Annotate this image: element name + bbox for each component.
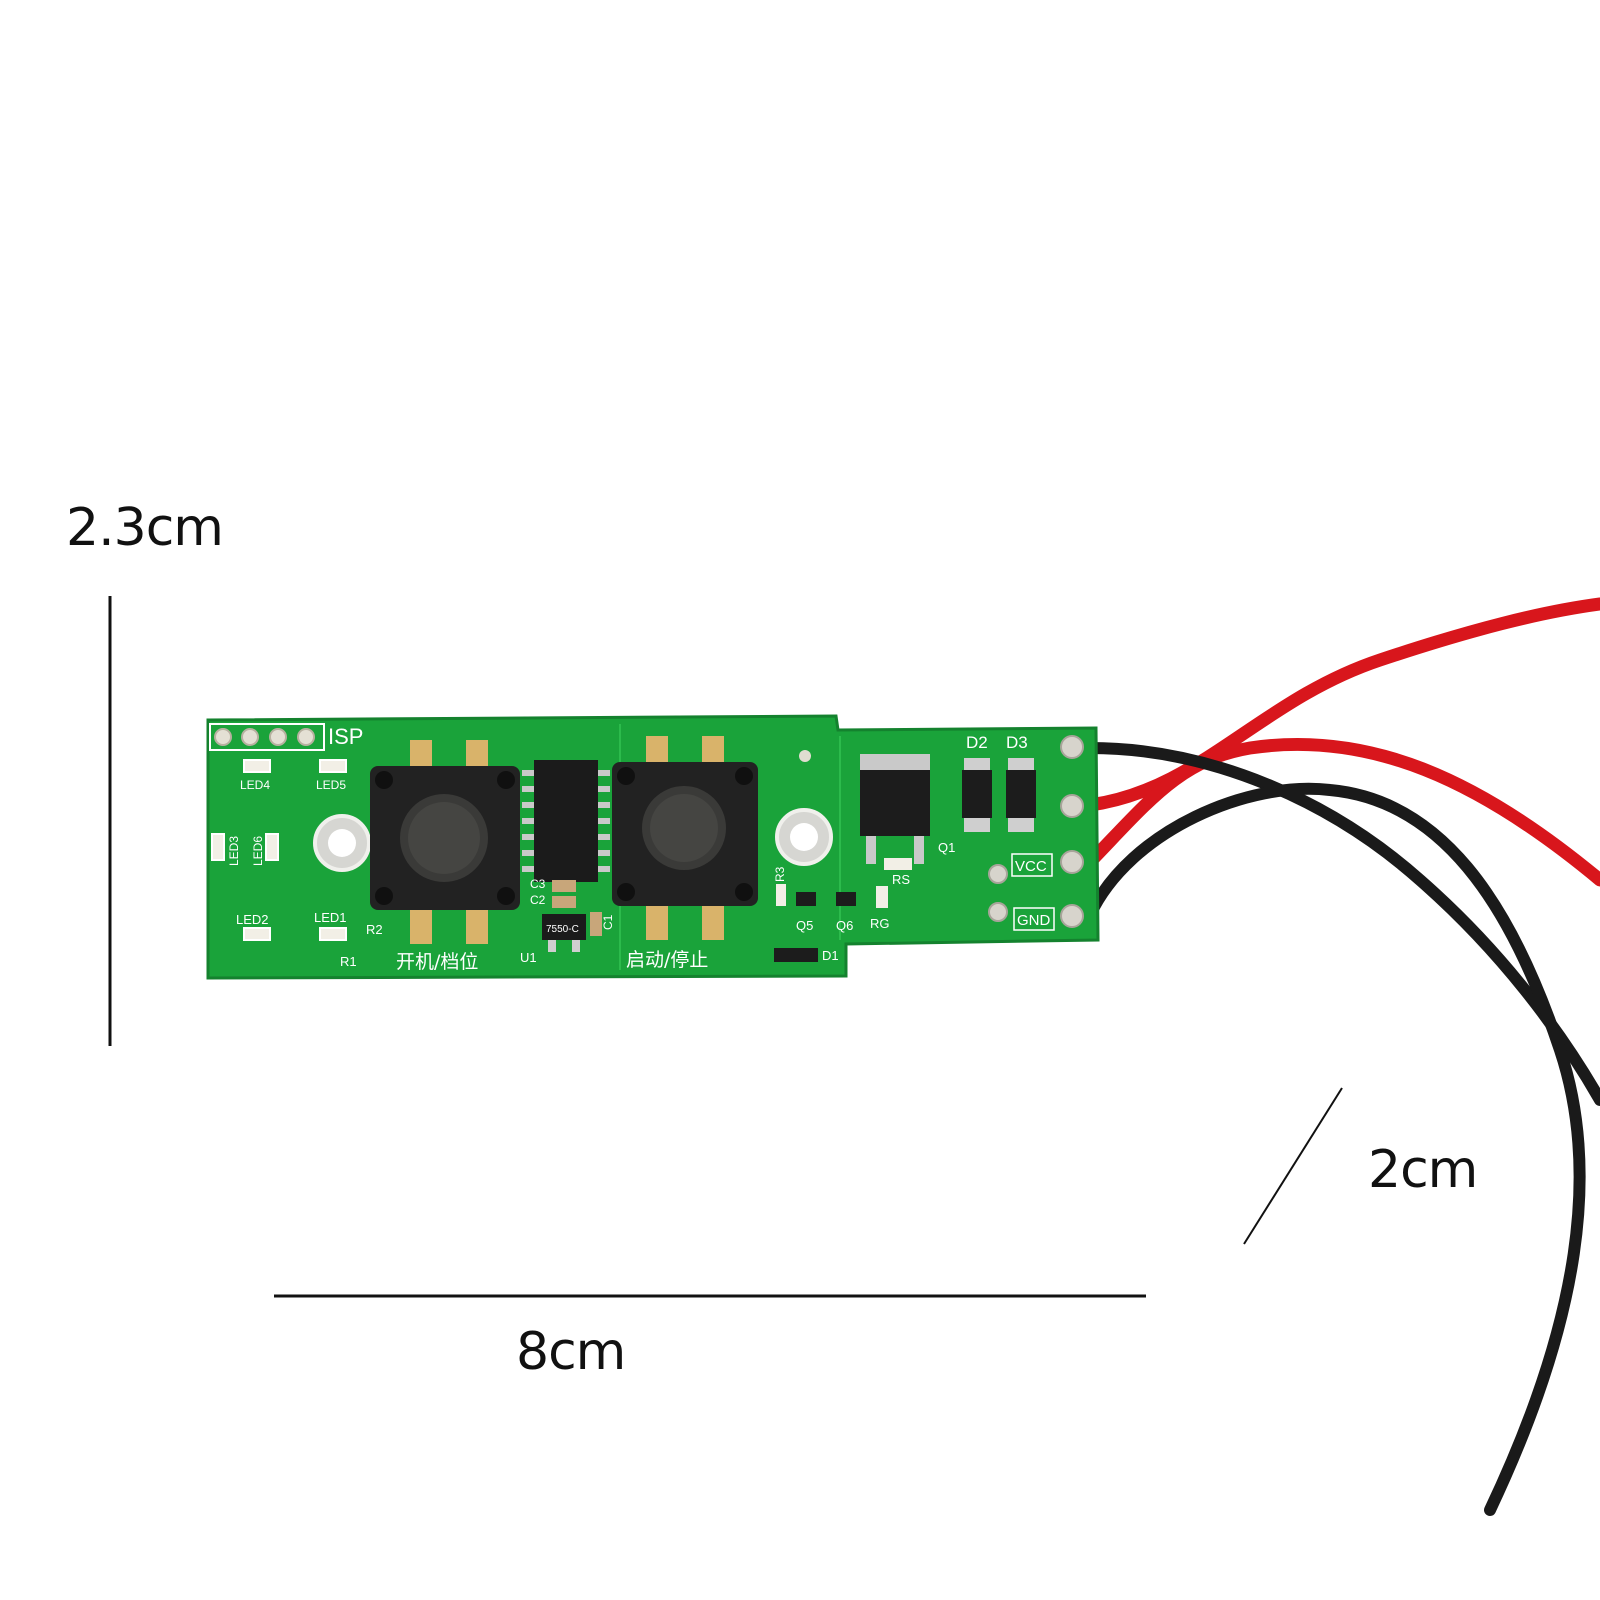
left-button-label: 开机/档位 [396, 951, 478, 973]
voltage-regulator [542, 914, 586, 952]
rs-label: RS [892, 872, 910, 887]
q1-label: Q1 [938, 840, 955, 855]
width-dimension-label: 8cm [516, 1322, 626, 1382]
u1-label: U1 [520, 950, 537, 965]
wire-solder-pads [988, 735, 1084, 928]
right-button-label: 启动/停止 [626, 949, 708, 971]
led-pads [211, 759, 347, 941]
led6-label: LED6 [251, 836, 265, 866]
led5-label: LED5 [316, 778, 346, 792]
ic-chip [522, 760, 610, 882]
red-wire-1 [1083, 597, 1600, 812]
c2-label: C2 [530, 893, 546, 907]
black-wire-1 [1084, 742, 1600, 1106]
mosfet-q1 [860, 754, 930, 864]
led3-label: LED3 [227, 836, 241, 866]
led2-label: LED2 [236, 912, 269, 927]
q5-label: Q5 [796, 918, 813, 933]
isp-header [209, 723, 325, 751]
q6-label: Q6 [836, 918, 853, 933]
led4-label: LED4 [240, 778, 270, 792]
c3-label: C3 [530, 877, 546, 891]
rg-label: RG [870, 916, 890, 931]
depth-dimension-line [1243, 1087, 1343, 1245]
red-wire-2 [1083, 737, 1600, 887]
r2-label: R2 [366, 922, 383, 937]
wires [1083, 597, 1600, 1516]
tactile-button-left [370, 740, 520, 944]
c1-label: C1 [601, 914, 615, 930]
diode-d3 [1006, 758, 1036, 832]
black-wire-2 [1084, 782, 1586, 1516]
d2-label: D2 [966, 733, 988, 752]
gnd-label: GND [1017, 912, 1051, 929]
height-dimension-label: 2.3cm [66, 498, 224, 558]
d1-label: D1 [822, 948, 839, 963]
chip-marking: 7550-C [546, 924, 579, 935]
diode-d2 [962, 758, 992, 832]
r1-label: R1 [340, 954, 357, 969]
vcc-label: VCC [1015, 858, 1047, 875]
isp-label: ISP [328, 724, 363, 749]
r3-label: R3 [773, 866, 787, 882]
pcb-board: ISP LED4 LED5 LED3 LED6 LED2 LED1 R2 R1 … [206, 714, 1100, 980]
d3-label: D3 [1006, 733, 1028, 752]
depth-dimension-label: 2cm [1368, 1140, 1478, 1200]
tactile-button-right [612, 736, 758, 940]
led1-label: LED1 [314, 910, 347, 925]
